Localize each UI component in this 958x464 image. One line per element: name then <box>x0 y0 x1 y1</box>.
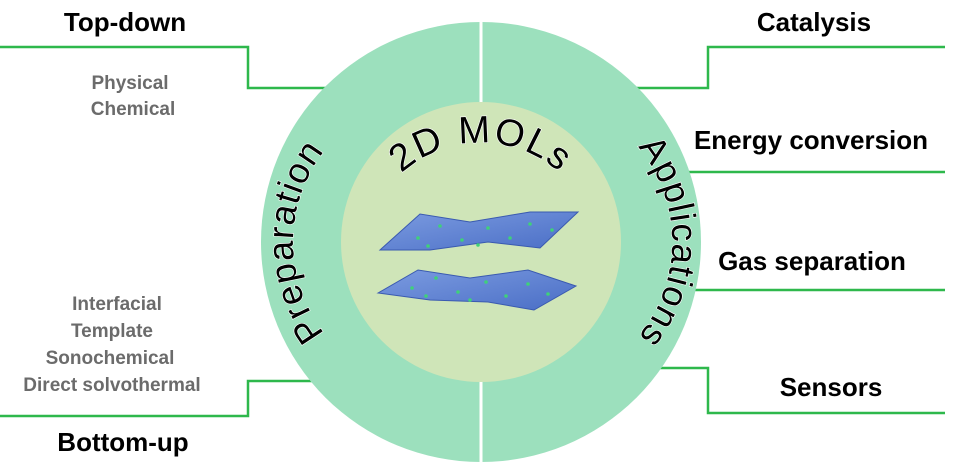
connector-catalysis <box>620 45 945 90</box>
application-sensors: Sensors <box>780 372 883 402</box>
connector-top-down <box>0 45 330 90</box>
application-energy-conversion: Energy conversion <box>694 125 928 155</box>
mol-sheet-top <box>378 211 580 251</box>
method-chemical: Chemical <box>91 99 175 120</box>
method-physical: Physical <box>91 73 168 94</box>
connector-sensors <box>630 366 945 415</box>
method-direct-solvothermal: Direct solvothermal <box>23 375 200 396</box>
connector-bottom-up <box>0 379 330 418</box>
application-catalysis: Catalysis <box>757 7 871 37</box>
method-interfacial: Interfacial <box>72 294 162 315</box>
application-gas-separation: Gas separation <box>718 246 906 276</box>
method-sonochemical: Sonochemical <box>46 348 175 369</box>
method-template: Template <box>71 321 153 342</box>
bottom-up-heading: Bottom-up <box>57 427 188 457</box>
mol-sheet-bottom <box>376 269 578 311</box>
top-down-heading: Top-down <box>64 7 186 37</box>
